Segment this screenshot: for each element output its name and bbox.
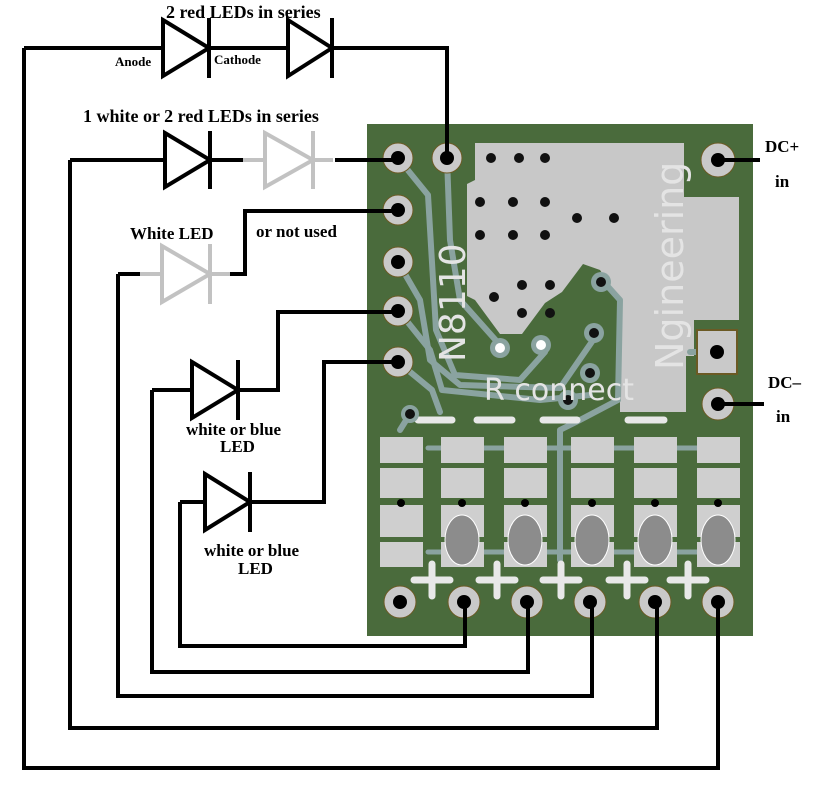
wire-top-string-anode [22, 48, 720, 770]
led-diode-icon [161, 16, 213, 80]
bottom-pad [573, 585, 607, 619]
r-connect-label: R connect [484, 373, 634, 408]
wire-second-string-return [68, 160, 659, 730]
model-label: N8110 [433, 243, 474, 362]
top-string-label: 2 red LEDs in series [166, 2, 321, 22]
wb-led-1-label-line1: white or blue [186, 420, 282, 439]
dc-plus-in-label: in [775, 172, 790, 191]
led-diode-icon [286, 16, 336, 80]
brand-label: Ngineering [648, 162, 692, 370]
plus-mark [475, 560, 519, 600]
small-vias [401, 272, 611, 423]
smd-column [571, 437, 614, 567]
plus-mark [410, 560, 454, 600]
pcb-board: N8110 Ngineering R connect [367, 124, 753, 636]
smd-column [697, 437, 740, 567]
second-string-label: 1 white or 2 red LEDs in series [83, 106, 319, 126]
led-diode-icon [203, 470, 254, 534]
smd-column [380, 437, 423, 567]
wb-led-2-label-line2: LED [238, 559, 273, 578]
bottom-header-pads [383, 585, 735, 619]
wire-white-cathode [230, 209, 398, 276]
anode-label: Anode [115, 54, 151, 69]
led-diode-icon [163, 129, 214, 191]
white-led-label: White LED [130, 224, 214, 243]
dc-minus-in-label: in [776, 407, 791, 426]
or-not-used-label: or not used [256, 222, 337, 241]
wire-wb2-return [178, 500, 467, 648]
wire-white-return [116, 274, 594, 698]
via-holes [475, 153, 619, 318]
led-diode-icon [243, 129, 333, 191]
led-symbols [140, 16, 336, 534]
plus-mark [539, 560, 583, 600]
bottom-pad [510, 585, 544, 619]
smd-column [441, 437, 484, 567]
bottom-pad [383, 585, 417, 619]
plus-mark [666, 560, 710, 600]
bottom-pad [638, 585, 672, 619]
wire-top-cathode [332, 46, 449, 158]
wire-wb1-cathode [238, 310, 398, 392]
cathode-label: Cathode [214, 52, 261, 67]
smd-column [504, 437, 547, 567]
smd-column [634, 437, 677, 567]
dc-plus-label: DC+ [765, 137, 799, 156]
led-diode-icon [140, 242, 230, 306]
wb-led-2-label-line1: white or blue [204, 541, 300, 560]
led-diode-icon [190, 358, 242, 422]
wb-led-1-label-line2: LED [220, 437, 255, 456]
wire-wb2-cathode [250, 360, 398, 504]
plus-mark [605, 560, 649, 600]
dc-minus-label: DC– [768, 373, 802, 392]
smd-pad-columns [380, 437, 740, 567]
copper-pour [467, 143, 739, 412]
wire-wb1-return [150, 388, 530, 674]
wires [22, 46, 764, 770]
silkscreen-plus-marks [410, 560, 710, 600]
